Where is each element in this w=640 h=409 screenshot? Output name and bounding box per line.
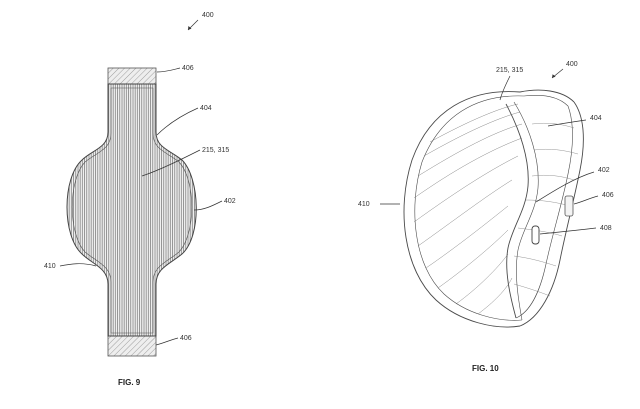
fig9-leader-410: [59, 263, 97, 267]
fig9-end-cap-bottom: [107, 335, 157, 357]
fig10-band-outer-face-inner: [414, 95, 525, 321]
fig9-ref-400: 400: [202, 12, 214, 19]
fig9-leader-406-bottom: [155, 337, 179, 346]
fig10-clasp: [564, 195, 574, 217]
fig10-leader-406: [573, 195, 599, 205]
fig10-body-scurve: [505, 103, 529, 319]
fig10-band-top-rim-inner: [523, 95, 569, 107]
fig10-ref-215-315: 215, 315: [496, 67, 523, 74]
fig9-leader-215: [141, 149, 201, 177]
fig10-band-top-rim: [519, 89, 575, 103]
fig10-ref-408: 408: [600, 225, 612, 232]
fig10-button: [531, 225, 540, 245]
figure-10: 400: [358, 61, 614, 373]
fig9-end-cap-top: [107, 67, 157, 85]
fig10-arrowhead-400: [552, 74, 556, 78]
fig10-ref-410: 410: [358, 201, 370, 208]
fig10-ref-402: 402: [598, 167, 610, 174]
fig10-outer-face-hatching: [413, 103, 523, 315]
fig9-ref-404: 404: [200, 105, 212, 112]
fig10-leader-215: [499, 75, 511, 101]
fig10-body-scurve-2: [513, 101, 539, 321]
fig9-leader-406-top: [156, 67, 181, 73]
fig9-band-body-outline: [66, 83, 197, 337]
fig10-band-inner-loop: [519, 101, 584, 327]
fig10-leader-404: [547, 119, 587, 127]
figure-9: 400 406 404 215, 315 402 410 406 FIG. 9: [44, 12, 236, 387]
fig9-ref-406-top: 406: [182, 65, 194, 72]
fig10-caption: FIG. 10: [472, 364, 499, 373]
fig10-leader-402: [535, 171, 595, 203]
fig10-leader-408: [539, 227, 597, 235]
fig9-display-outline: [72, 87, 192, 334]
fig10-band-inner-loop-2: [515, 105, 573, 319]
fig10-ref-400: 400: [566, 61, 578, 68]
fig10-band-back-hatching: [513, 123, 579, 297]
fig10-band-outer-face: [403, 91, 521, 328]
fig9-ref-410: 410: [44, 263, 56, 270]
fig9-caption: FIG. 9: [118, 378, 141, 387]
fig10-ref-404: 404: [590, 115, 602, 122]
fig10-ref-406: 406: [602, 192, 614, 199]
fig9-ref-215-315: 215, 315: [202, 147, 229, 154]
fig9-ref-402: 402: [224, 198, 236, 205]
fig9-leader-402: [193, 200, 223, 211]
fig9-ref-406-bottom: 406: [180, 335, 192, 342]
fig9-leader-404: [156, 107, 199, 136]
fig9-arrowhead-400: [188, 26, 192, 30]
